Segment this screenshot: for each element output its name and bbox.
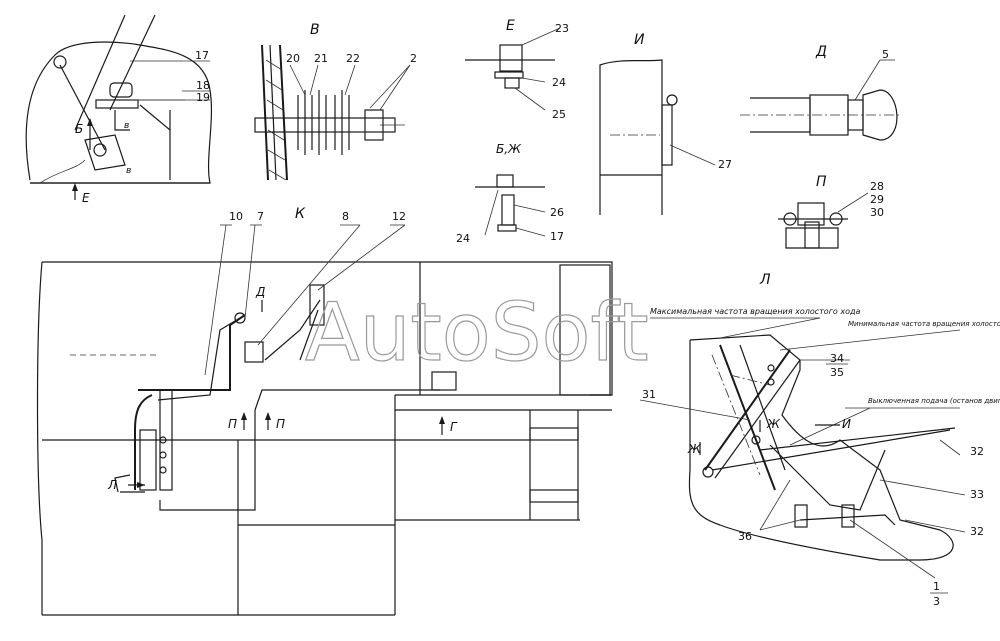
view-i-detail: И 27: [599, 32, 732, 215]
arrow-label-p2: П: [276, 417, 285, 431]
arrow-label-e: Е: [82, 191, 90, 205]
view-label-d: Д: [815, 44, 827, 60]
callout-24a: 24: [552, 76, 566, 89]
arrow-label-zh1: Ж: [766, 417, 781, 431]
main-view-k: К: [36, 206, 613, 616]
callout-20: 20: [286, 52, 300, 65]
view-label-e: Е: [506, 18, 515, 34]
callout-10: 10: [229, 210, 243, 223]
note-max-speed: Максимальная частота вращения холостого …: [650, 307, 861, 316]
callout-26: 26: [550, 206, 564, 219]
arrow-label-v2: в: [126, 166, 131, 176]
callout-31: 31: [642, 388, 656, 401]
arrow-label-b: Б: [75, 122, 83, 136]
callout-28: 28: [870, 180, 884, 193]
arrow-label-i: И: [842, 417, 851, 431]
view-label-i: И: [634, 32, 645, 48]
callout-7: 7: [257, 210, 264, 223]
callout-17a: 17: [195, 49, 209, 62]
callout-25: 25: [552, 108, 566, 121]
watermark-text: AutoSoft: [305, 286, 649, 379]
view-label-k: К: [295, 206, 306, 222]
view-label-p: П: [816, 174, 827, 190]
view-label-v: В: [310, 22, 320, 38]
view-l-detail: Л Максимальная частота вращения холостог…: [639, 272, 1000, 608]
view-e-detail: Е 23 24 25: [465, 18, 569, 121]
callout-3: 3: [933, 595, 940, 608]
callout-8: 8: [342, 210, 349, 223]
callout-30: 30: [870, 206, 884, 219]
callout-24b: 24: [456, 232, 470, 245]
arrow-label-d: Д: [255, 285, 265, 299]
callout-18: 18: [196, 79, 210, 92]
callout-1: 1: [933, 580, 940, 593]
callout-36: 36: [738, 530, 752, 543]
view-label-bzh: Б,Ж: [496, 142, 522, 156]
view-p-detail: П 28 29 30: [778, 174, 884, 249]
note-fuel-off: Выключенная подача (останов двигателя): [868, 397, 1000, 405]
callout-35: 35: [830, 366, 844, 379]
callout-29: 29: [870, 193, 884, 206]
callout-34: 34: [830, 352, 844, 365]
pedal-detail-view: 17 18 19 Б Е в в: [25, 14, 213, 205]
view-d-detail: Д 5: [740, 44, 900, 141]
arrow-label-v: в: [124, 121, 129, 131]
callout-5: 5: [882, 48, 889, 61]
callout-19: 19: [196, 91, 210, 104]
callout-23: 23: [555, 22, 569, 35]
callout-32a: 32: [970, 445, 984, 458]
callout-33: 33: [970, 488, 984, 501]
arrow-label-l: Л: [107, 478, 117, 492]
note-min-speed: Минимальная частота вращения холостого х…: [848, 320, 1000, 328]
arrow-label-zh2: Ж: [687, 442, 702, 456]
view-v-spring-detail: В 20 21 22 2: [254, 22, 417, 181]
view-label-l: Л: [759, 272, 771, 288]
arrow-label-g: Г: [450, 420, 458, 434]
callout-22: 22: [346, 52, 360, 65]
callout-21: 21: [314, 52, 328, 65]
callout-12: 12: [392, 210, 406, 223]
view-bzh-detail: Б,Ж 24 26 17: [456, 142, 564, 245]
callout-17b: 17: [550, 230, 564, 243]
callout-27: 27: [718, 158, 732, 171]
callout-32b: 32: [970, 525, 984, 538]
arrow-label-p1: П: [228, 417, 237, 431]
callout-2: 2: [410, 52, 417, 65]
